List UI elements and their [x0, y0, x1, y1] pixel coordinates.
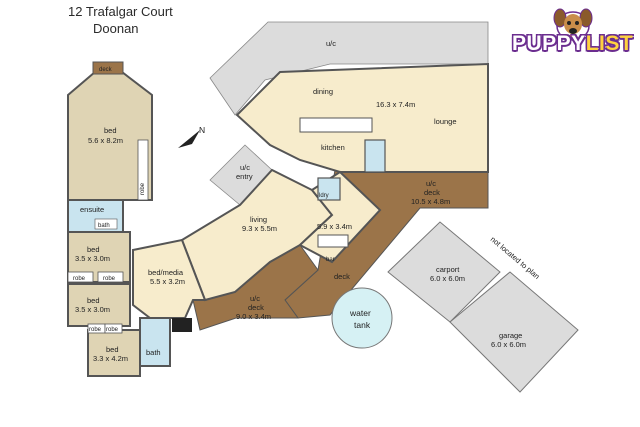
- logo-part-1: PUPPY: [512, 32, 586, 55]
- label-bed-2: bed: [87, 245, 100, 254]
- label-bed-4-dim: 3.3 x 4.2m: [93, 354, 128, 363]
- label-dining: dining: [313, 87, 333, 96]
- label-living-dim: 9.3 x 5.5m: [242, 224, 277, 233]
- top-deck-box: [92, 61, 124, 75]
- label-kitchen: kitchen: [321, 143, 345, 152]
- label-deck-mid: deck: [334, 272, 350, 281]
- dog-head-icon: [553, 8, 593, 41]
- garage: [449, 271, 579, 393]
- label-robe-c: robe: [89, 327, 102, 333]
- label-bath: bath: [146, 348, 161, 357]
- label-robe-a: robe: [73, 276, 86, 282]
- brand-logo: PUPPYLIST: [512, 32, 633, 56]
- label-uc-entry-2: entry: [236, 172, 253, 181]
- label-ldry: ldry: [319, 193, 329, 199]
- label-uc-deck-bottom-2: deck: [248, 303, 264, 312]
- label-robe-d: robe: [106, 327, 119, 333]
- bed-3: [67, 283, 131, 327]
- label-living: living: [250, 215, 267, 224]
- label-uc-top: u/c: [326, 39, 336, 48]
- label-uc-entry-1: u/c: [240, 163, 250, 172]
- label-bed-main-dim: 5.6 x 8.2m: [88, 136, 123, 145]
- bathroom: [139, 317, 171, 367]
- label-bed-main: bed: [104, 126, 117, 135]
- label-bed-2-dim: 3.5 x 3.0m: [75, 254, 110, 263]
- label-water-tank-1: water: [349, 308, 371, 318]
- kitchen-island: [299, 117, 373, 133]
- label-uc-deck-right-1: u/c: [426, 179, 436, 188]
- label-family-dim: 5.9 x 3.4m: [317, 222, 352, 231]
- label-robe-b: robe: [103, 276, 116, 282]
- label-bed-media-dim: 5.5 x 3.2m: [150, 277, 185, 286]
- label-bar: bar: [326, 257, 335, 263]
- compass-arrow-icon: [178, 130, 200, 148]
- water-tank: [331, 287, 393, 349]
- label-carport: carport: [436, 265, 460, 274]
- label-bed-4: bed: [106, 345, 119, 354]
- label-ensuite: ensuite: [80, 205, 104, 214]
- logo-part-2: LIST: [585, 32, 634, 55]
- robe-main: [137, 139, 149, 201]
- label-water-tank-2: tank: [354, 320, 371, 330]
- compass-label: N: [199, 125, 205, 135]
- label-uc-deck-right-dim: 10.5 x 4.8m: [411, 197, 450, 206]
- carport: [387, 221, 501, 323]
- bed-media-room: [132, 238, 207, 319]
- uc-area-top: [209, 21, 489, 116]
- laundry: [317, 177, 341, 201]
- label-garage-dim: 6.0 x 6.0m: [491, 340, 526, 349]
- label-ensuite-bath: bath: [98, 223, 110, 229]
- label-uc-deck-bottom-1: u/c: [250, 294, 260, 303]
- robe-b: [97, 271, 124, 283]
- label-deck-top: deck: [99, 67, 113, 73]
- bar-counter: [317, 234, 349, 248]
- label-robe-vert: robe: [140, 182, 146, 195]
- robe-a: [67, 271, 94, 283]
- address-line-1: 12 Trafalgar Court: [68, 4, 173, 19]
- label-bed-3: bed: [87, 296, 100, 305]
- label-main-dim: 16.3 x 7.4m: [376, 100, 415, 109]
- robe-d: [104, 323, 123, 334]
- powder-room: [364, 139, 386, 173]
- label-bed-media: bed/media: [148, 268, 184, 277]
- label-bed-3-dim: 3.5 x 3.0m: [75, 305, 110, 314]
- label-carport-dim: 6.0 x 6.0m: [430, 274, 465, 283]
- address-line-2: Doonan: [93, 21, 139, 36]
- label-uc-deck-bottom-dim: 9.0 x 3.4m: [236, 312, 271, 321]
- label-garage: garage: [499, 331, 522, 340]
- ensuite-bath-fixture: [94, 218, 118, 230]
- label-lounge: lounge: [434, 117, 457, 126]
- label-uc-deck-right-2: deck: [424, 188, 440, 197]
- stair-block: [172, 318, 192, 332]
